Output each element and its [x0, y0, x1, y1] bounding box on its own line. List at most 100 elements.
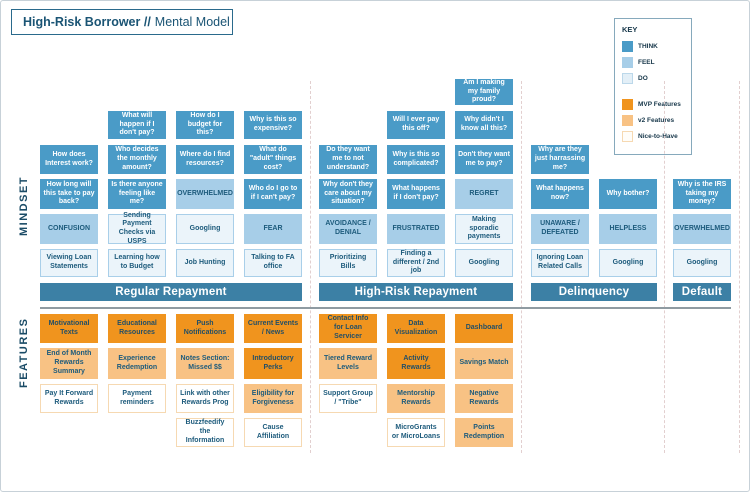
note-nth: Link with other Rewards Prog — [176, 384, 234, 413]
note-do: Learning how to Budget — [108, 249, 166, 277]
note-mvp: Educational Resources — [108, 314, 166, 343]
legend-swatch-nth — [622, 131, 633, 142]
note-do: Ignoring Loan Related Calls — [531, 249, 589, 277]
note-do: Sending Payment Checks via USPS — [108, 212, 166, 245]
note-nth: Cause Affiliation — [244, 418, 302, 447]
note-do: Googling — [599, 249, 657, 277]
page-title-regular: Mental Model — [154, 15, 230, 29]
note-do: Prioritizing Bills — [319, 249, 377, 277]
note-feel: CONFUSION — [40, 214, 98, 244]
phase-bar-default: Default — [673, 283, 731, 301]
note-think: Why don't they care about my situation? — [319, 179, 377, 209]
note-do: Viewing Loan Statements — [40, 249, 98, 277]
note-v2: Points Redemption — [455, 418, 513, 447]
note-think: Why didn't I know all this? — [455, 111, 513, 139]
note-v2: End of Month Rewards Summary — [40, 348, 98, 379]
legend-item-label: THINK — [638, 43, 658, 50]
note-think: Will I ever pay this off? — [387, 111, 445, 139]
legend-item-label: v2 Features — [638, 117, 675, 124]
note-nth: Pay It Forward Rewards — [40, 384, 98, 413]
legend-item-v2: v2 Features — [622, 115, 691, 126]
note-mvp: Dashboard — [455, 314, 513, 343]
legend-item-label: Nice-to-Have — [638, 133, 678, 140]
note-mvp: Contact Info for Loan Servicer — [319, 314, 377, 343]
note-think: Why is the IRS taking my money? — [673, 179, 731, 209]
note-do: Job Hunting — [176, 249, 234, 277]
phase-bar-high-risk-repayment: High-Risk Repayment — [319, 283, 513, 301]
note-mvp: Activity Rewards — [387, 348, 445, 379]
page-title: High-Risk Borrower // Mental Model — [11, 9, 233, 35]
phase-bar-regular-repayment: Regular Repayment — [40, 283, 302, 301]
legend-swatch-mvp — [622, 99, 633, 110]
note-v2: Savings Match — [455, 348, 513, 379]
page-title-bold: High-Risk Borrower // — [23, 15, 151, 29]
note-nth: MicroGrants or MicroLoans — [387, 418, 445, 447]
note-think: How long will this take to pay back? — [40, 179, 98, 209]
note-mvp: Introductory Perks — [244, 348, 302, 379]
note-think: Where do I find resources? — [176, 145, 234, 174]
note-do: Googling — [176, 214, 234, 244]
note-think: Is there anyone feeling like me? — [108, 179, 166, 209]
note-think: What will happen if I don't pay? — [108, 111, 166, 139]
note-do: Googling — [455, 249, 513, 277]
note-feel: FEAR — [244, 214, 302, 244]
note-think: Don't they want me to pay? — [455, 145, 513, 174]
note-v2: Notes Section: Missed $$ — [176, 348, 234, 379]
note-think: Do they want me to not understand? — [319, 145, 377, 174]
phase-separator — [664, 81, 665, 453]
legend-swatch-v2 — [622, 115, 633, 126]
phase-separator — [739, 81, 740, 453]
note-v2: Experience Redemption — [108, 348, 166, 379]
legend-item-label: DO — [638, 75, 648, 82]
note-mvp: Data Visualization — [387, 314, 445, 343]
phase-bar-delinquency: Delinquency — [531, 283, 657, 301]
note-think: Why are they just harrassing me? — [531, 145, 589, 174]
note-feel: OVERWHELMED — [176, 179, 234, 209]
legend-heading: KEY — [622, 25, 638, 34]
legend-item-do: DO — [622, 73, 691, 84]
legend-swatch-think — [622, 41, 633, 52]
legend-swatch-do — [622, 73, 633, 84]
features-section-label: FEATURES — [18, 317, 30, 389]
note-do: Finding a different / 2nd job — [387, 249, 445, 277]
note-think: What do "adult" things cost? — [244, 145, 302, 174]
note-v2: Negative Rewards — [455, 384, 513, 413]
phase-separator — [310, 81, 311, 453]
note-nth: Buzzfeedify the Information — [176, 418, 234, 447]
note-think: Am I making my family proud? — [455, 79, 513, 105]
note-do: Making sporadic payments — [455, 214, 513, 244]
note-think: How does Interest work? — [40, 145, 98, 174]
note-nth: Support Group / "Tribe" — [319, 384, 377, 413]
note-v2: Tiered Reward Levels — [319, 348, 377, 379]
note-mvp: Current Events / News — [244, 314, 302, 343]
note-think: What happens if I don't pay? — [387, 179, 445, 209]
legend-item-label: MVP Features — [638, 101, 681, 108]
legend-swatch-feel — [622, 57, 633, 68]
legend-item-feel: FEEL — [622, 57, 691, 68]
legend-item-think: THINK — [622, 41, 691, 52]
note-v2: Mentorship Rewards — [387, 384, 445, 413]
note-do: Googling — [673, 249, 731, 277]
note-feel: AVOIDANCE / DENIAL — [319, 214, 377, 244]
note-think: Why bother? — [599, 179, 657, 209]
features-divider-line — [40, 307, 731, 309]
note-nth: Payment reminders — [108, 384, 166, 413]
note-mvp: Push Notifications — [176, 314, 234, 343]
mindset-section-label: MINDSET — [18, 176, 30, 236]
note-do: Talking to FA office — [244, 249, 302, 277]
note-feel: OVERWHELMED — [673, 214, 731, 244]
note-think: How do I budget for this? — [176, 111, 234, 139]
legend-item-label: FEEL — [638, 59, 655, 66]
note-feel: UNAWARE / DEFEATED — [531, 214, 589, 244]
note-think: Who do I go to if I can't pay? — [244, 179, 302, 209]
board-grid: Regular Repayment High-Risk Repayment Deli… — [40, 79, 731, 447]
note-mvp: Motivational Texts — [40, 314, 98, 343]
note-v2: Eligibility for Forgiveness — [244, 384, 302, 413]
note-feel: FRUSTRATED — [387, 214, 445, 244]
note-feel: HELPLESS — [599, 214, 657, 244]
note-feel: REGRET — [455, 179, 513, 209]
legend-item-nth: Nice-to-Have — [622, 131, 691, 142]
